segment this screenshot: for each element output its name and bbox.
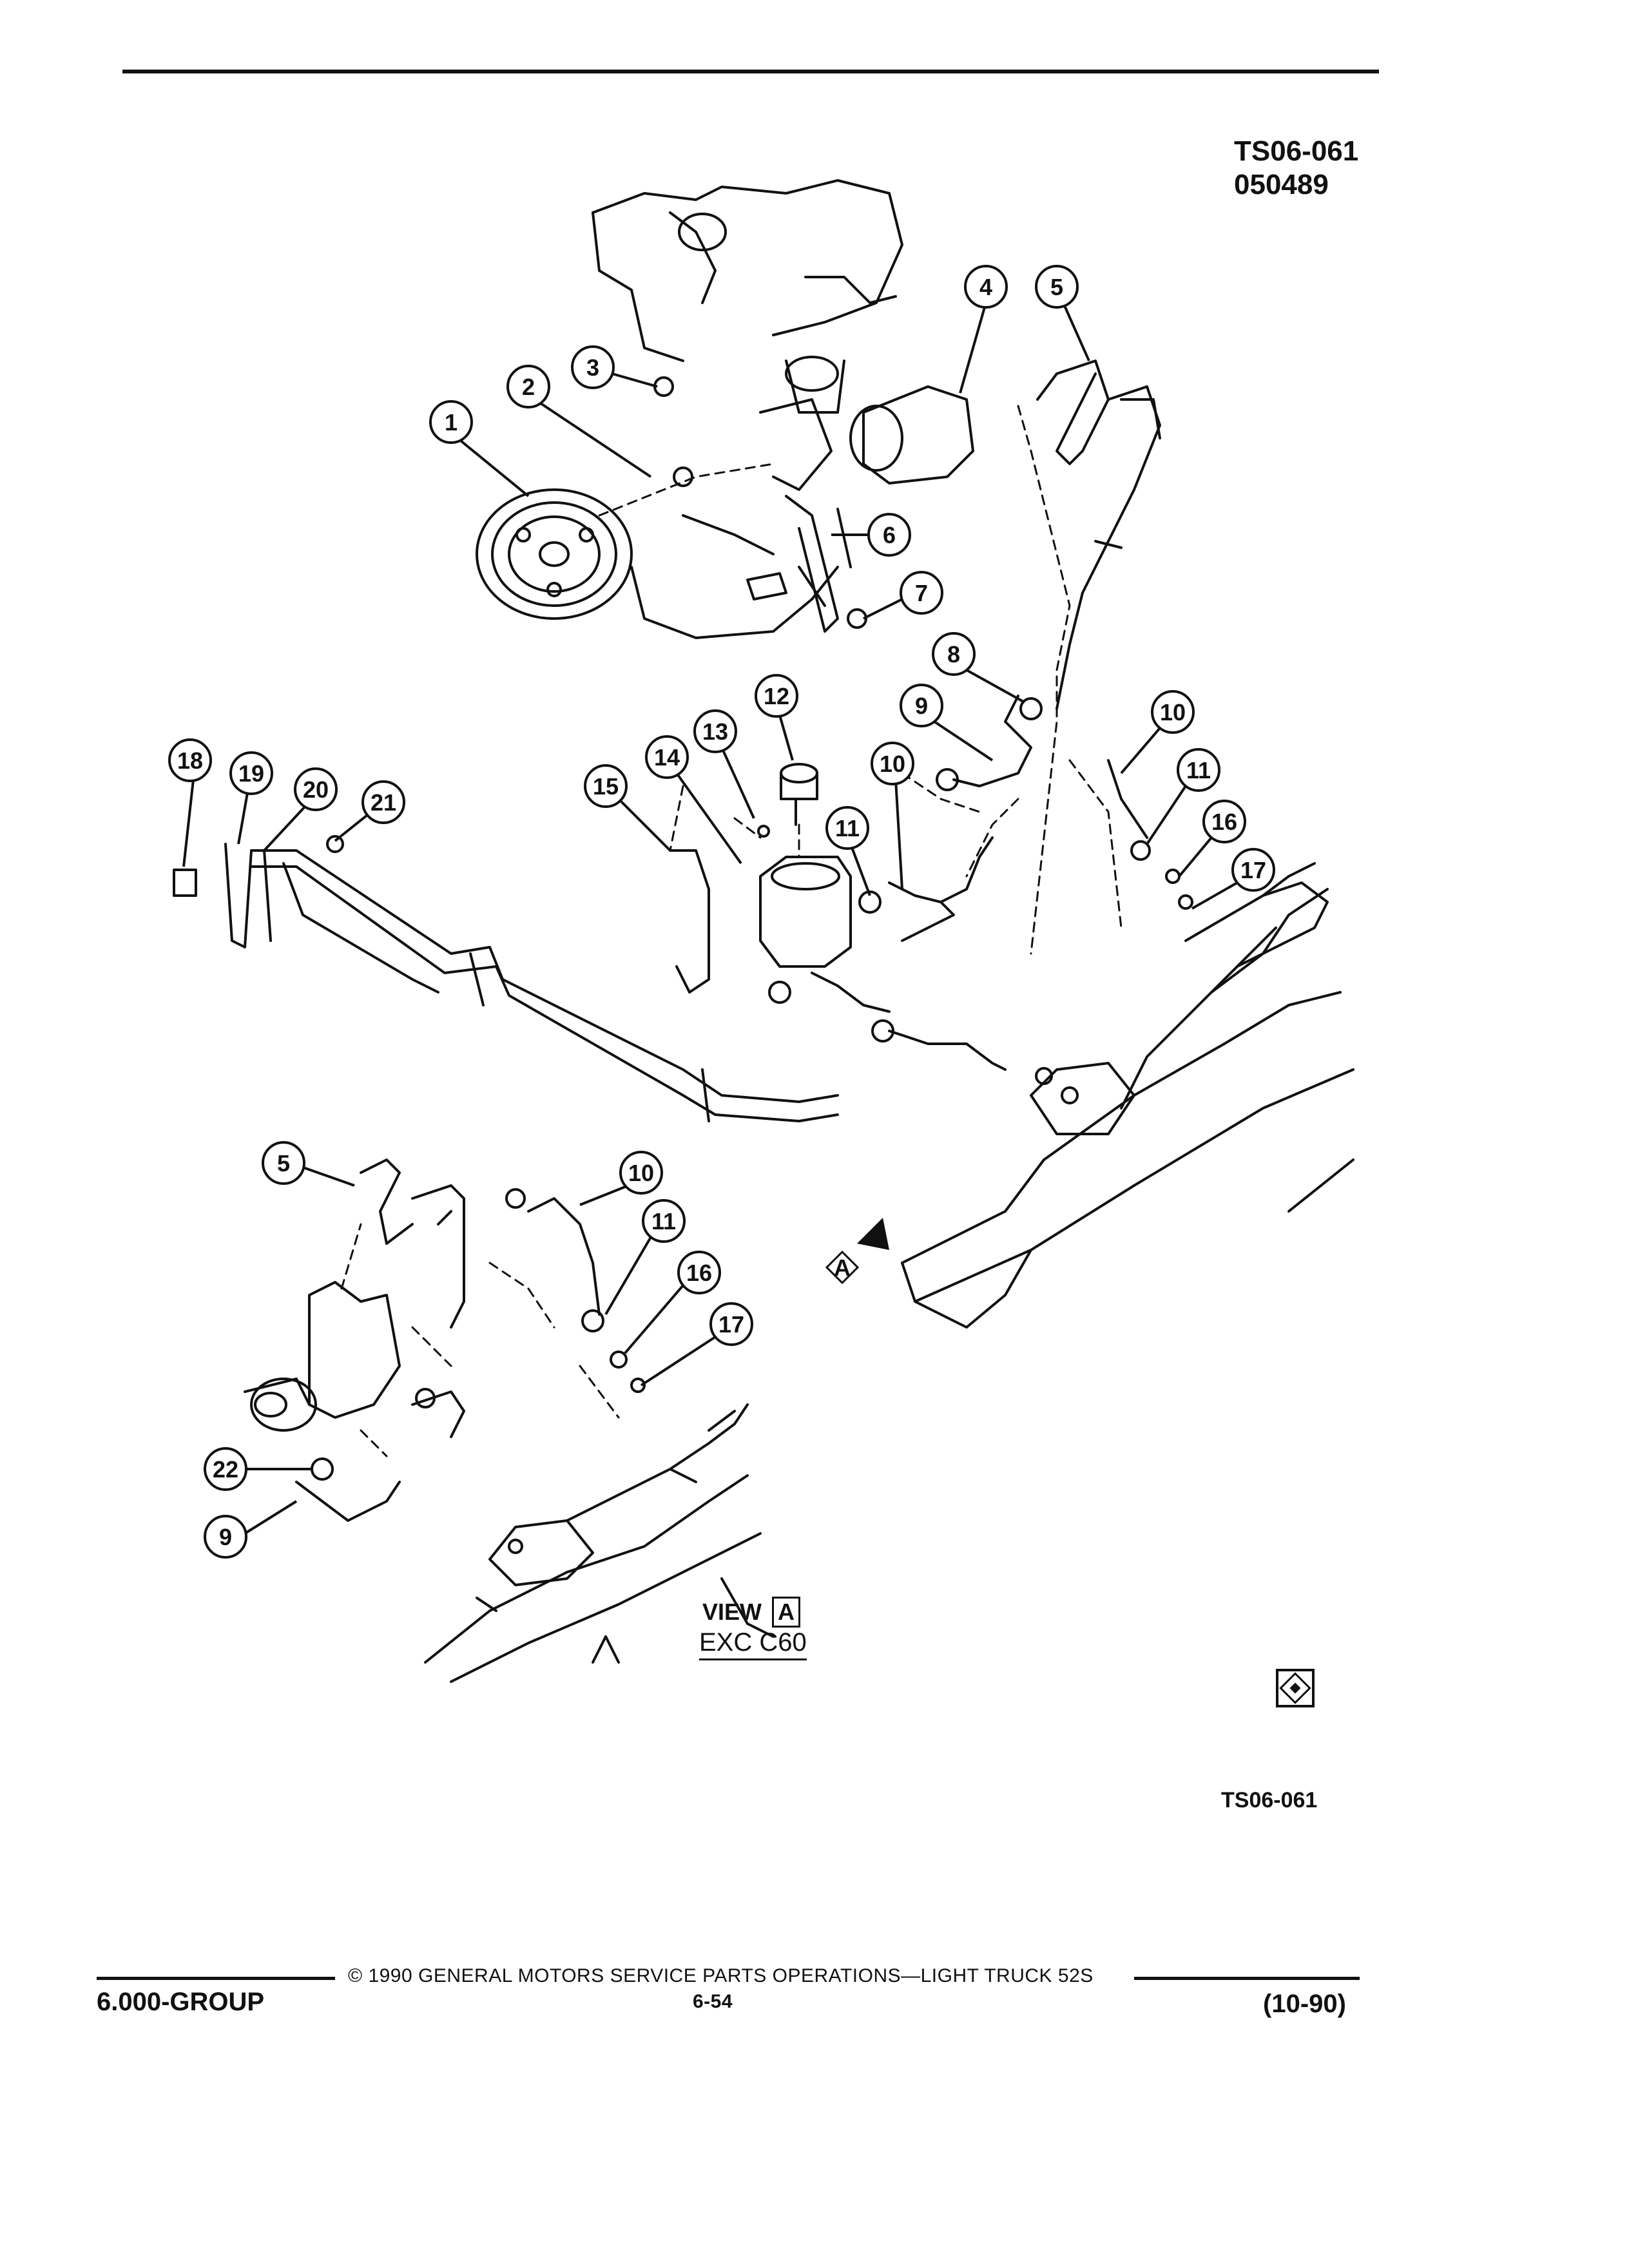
svg-text:17: 17	[718, 1311, 744, 1338]
callout-15: 15	[584, 764, 671, 852]
inset-frame	[424, 1403, 775, 1683]
svg-text:16: 16	[1211, 809, 1237, 835]
footer-group: 6.000-GROUP	[97, 1988, 265, 2016]
figure-date: 050489	[1234, 169, 1329, 200]
callout-11-right: 11	[1146, 748, 1220, 845]
callout-5-inset: 5	[262, 1141, 355, 1187]
callout-17-inset: 17	[640, 1302, 753, 1387]
figure-code: TS06-061	[1234, 135, 1359, 167]
svg-text:3: 3	[586, 354, 599, 381]
svg-text:22: 22	[213, 1456, 238, 1483]
view-a-arrow: A	[825, 1218, 889, 1285]
view-letter-box: A	[772, 1597, 801, 1628]
footer-rule-left	[97, 1977, 335, 1980]
svg-text:10: 10	[880, 751, 905, 777]
callout-7: 7	[863, 571, 943, 620]
callout-12: 12	[755, 674, 798, 761]
callout-19: 19	[229, 751, 273, 845]
svg-text:1: 1	[445, 409, 458, 436]
callout-21: 21	[334, 780, 405, 842]
bottom-figure-code: TS06-061	[1221, 1788, 1318, 1812]
callout-9-upper: 9	[900, 684, 994, 762]
callout-16-right: 16	[1178, 800, 1246, 878]
callout-17-right: 17	[1191, 848, 1275, 910]
svg-text:4: 4	[979, 274, 992, 300]
assembly-guides	[340, 405, 1123, 1457]
callout-13: 13	[693, 709, 755, 819]
svg-text:11: 11	[651, 1208, 676, 1235]
frame-upper	[901, 862, 1354, 1329]
callout-14: 14	[645, 735, 742, 865]
callout-10-right: 10	[1120, 690, 1195, 774]
svg-text:11: 11	[835, 815, 860, 841]
engine-block	[592, 179, 903, 639]
footer-copyright: © 1990 GENERAL MOTORS SERVICE PARTS OPER…	[348, 1965, 1094, 1986]
footer-rule-right	[1134, 1977, 1360, 1980]
callout-3: 3	[571, 345, 658, 389]
view-note: EXC C60	[699, 1628, 807, 1660]
svg-text:5: 5	[277, 1150, 290, 1177]
callout-6: 6	[831, 513, 911, 557]
svg-text:12: 12	[764, 683, 789, 709]
svg-text:19: 19	[238, 760, 264, 787]
svg-text:9: 9	[219, 1524, 232, 1550]
callout-5-upper: 5	[1035, 265, 1090, 361]
svg-text:10: 10	[1160, 699, 1186, 726]
callout-11-mid: 11	[825, 806, 871, 896]
callout-9-inset: 9	[204, 1500, 298, 1559]
svg-text:21: 21	[371, 789, 396, 816]
svg-text:8: 8	[947, 641, 960, 668]
svg-text:18: 18	[177, 747, 203, 774]
svg-text:2: 2	[522, 374, 535, 400]
pulley	[476, 488, 633, 620]
svg-text:10: 10	[628, 1160, 654, 1186]
svg-text:A: A	[834, 1254, 851, 1281]
callout-20: 20	[263, 767, 338, 852]
svg-text:7: 7	[915, 580, 928, 606]
svg-text:17: 17	[1240, 857, 1266, 883]
svg-text:15: 15	[593, 773, 619, 800]
pump-assembly	[746, 385, 974, 633]
pressure-hose	[1036, 360, 1161, 710]
callout-16-inset: 16	[624, 1251, 721, 1354]
svg-text:13: 13	[702, 718, 728, 745]
svg-text:20: 20	[303, 776, 329, 803]
fittings	[311, 376, 1193, 1481]
svg-text:5: 5	[1050, 274, 1063, 300]
svg-text:6: 6	[883, 522, 896, 548]
inset-pump	[244, 1158, 601, 1522]
footer-page: 6-54	[693, 1991, 733, 2012]
view-word: VIEW	[702, 1599, 762, 1625]
callout-11-inset: 11	[604, 1199, 686, 1316]
svg-text:9: 9	[915, 693, 928, 719]
hoses	[811, 695, 1148, 1071]
reservoir	[669, 763, 852, 994]
callout-2: 2	[506, 365, 652, 478]
callout-10-inset: 10	[579, 1151, 663, 1206]
callout-1: 1	[429, 400, 530, 497]
callout-10-mid: 10	[871, 742, 914, 890]
footer-revision: (10-90)	[1263, 1990, 1346, 2018]
callout-22: 22	[204, 1447, 313, 1491]
top-rule	[122, 70, 1379, 73]
svg-text:11: 11	[1186, 757, 1211, 783]
cooler-lines	[173, 843, 839, 1122]
view-label: VIEW A	[702, 1597, 801, 1628]
callout-8: 8	[932, 632, 1025, 704]
svg-text:16: 16	[686, 1260, 712, 1286]
callout-18: 18	[168, 738, 212, 867]
symbol-icon	[1276, 1669, 1315, 1707]
svg-text:14: 14	[654, 744, 680, 771]
callout-4: 4	[959, 265, 1008, 394]
